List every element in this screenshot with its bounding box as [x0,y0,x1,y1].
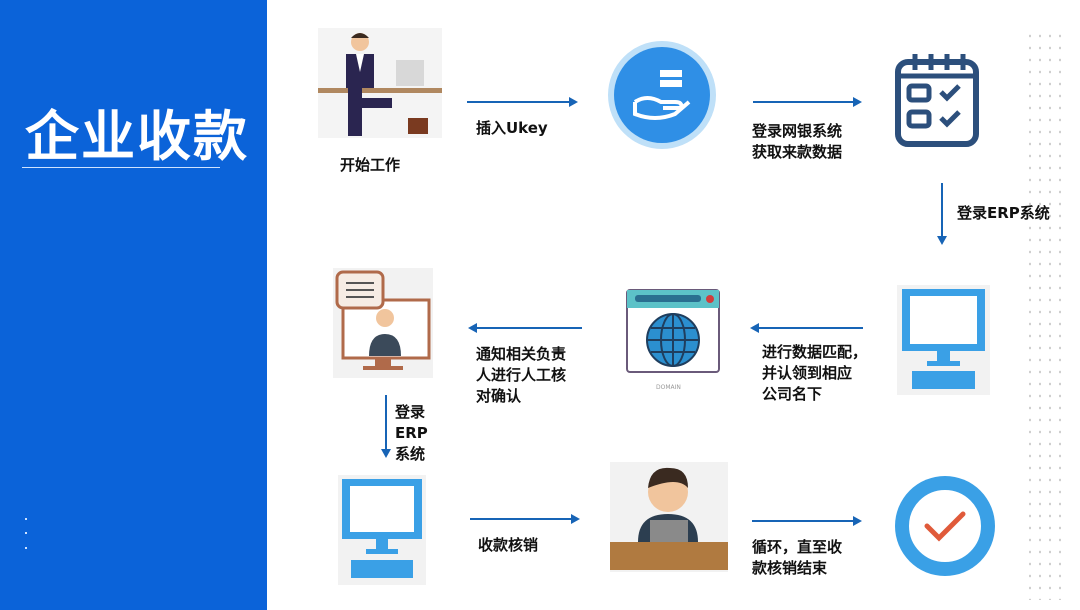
step-loop-label: 循环，直至收 款核销结束 [752,538,843,577]
decor-dot [25,518,27,520]
flow-arrow [753,97,862,107]
flow-arrow-down [381,395,391,458]
step-start-label: 开始工作 [340,156,401,174]
flow-arrow-down [937,183,947,245]
checklist-calendar-icon [895,54,979,147]
page-title: 企业收款 [25,105,249,168]
businessman-laptop-icon [610,462,728,572]
step-insert-label: 插入Ukey [476,119,548,137]
step-login-erp2-label: 登录 ERP 系统 [395,403,428,463]
dot-grid-decoration [1025,30,1067,600]
decor-dot [25,532,27,534]
video-chat-person-icon [333,268,433,378]
flow-arrow-left [750,323,863,333]
hand-server-icon [608,41,716,149]
title-panel [0,0,267,610]
person-at-desk-icon [318,28,442,138]
flow-arrow [467,97,578,107]
domain-caption: DOMAIN [656,384,681,391]
computer-monitor-icon [897,285,990,395]
title-underline [22,167,220,168]
step-login-erp1-label: 登录ERP系统 [957,204,1050,222]
step-match-label: 进行数据匹配， 并认领到相应 公司名下 [762,343,868,403]
step-notify-label: 通知相关负责 人进行人工核 对确认 [476,345,567,405]
approved-badge-icon [895,476,995,576]
computer-monitor-icon [338,475,426,585]
step-writeoff-label: 收款核销 [478,536,539,554]
browser-globe-icon [626,289,720,373]
flow-arrow-left [468,323,582,333]
flow-arrow [470,514,580,524]
step-login-bank-label: 登录网银系统 获取来款数据 [752,122,843,161]
flow-arrow [752,516,862,526]
decor-dot [25,547,27,549]
